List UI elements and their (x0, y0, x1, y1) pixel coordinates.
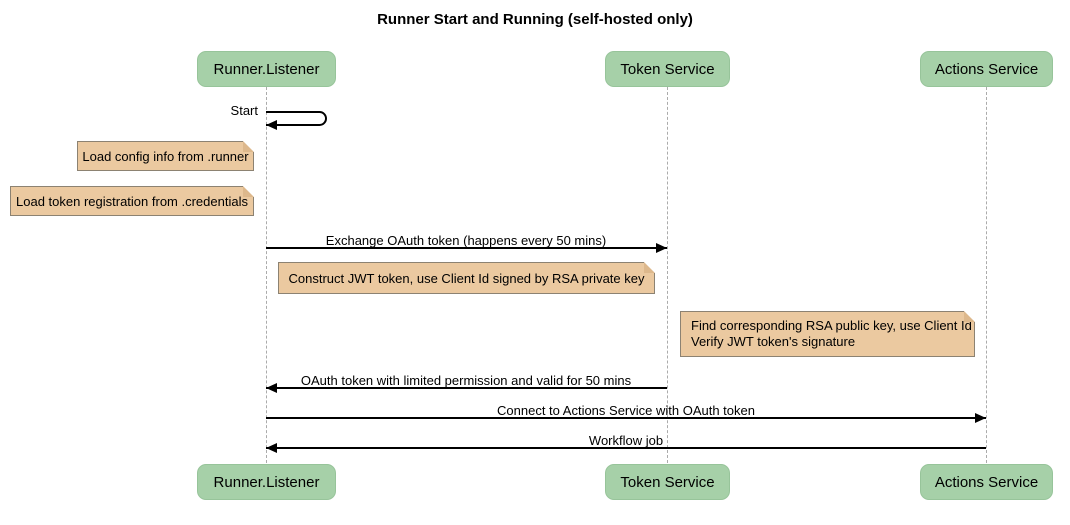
participant-label: Runner.Listener (213, 60, 320, 78)
lifeline-runner-listener (266, 87, 267, 463)
note-text: Load token registration from .credential… (16, 193, 248, 209)
message-start-label: Start (230, 103, 258, 118)
lifeline-token-service (667, 87, 668, 463)
note-load-token: Load token registration from .credential… (10, 186, 254, 216)
note-text-line2: Verify JWT token's signature (691, 334, 856, 349)
self-message-arrowhead (266, 120, 277, 130)
participant-label: Actions Service (934, 473, 1039, 491)
self-message-loop (266, 111, 327, 126)
note-text-line1: Find corresponding RSA public key, use C… (691, 318, 972, 333)
message-oauth-return-label: OAuth token with limited permission and … (300, 373, 632, 388)
message-exchange-oauth-label: Exchange OAuth token (happens every 50 m… (325, 233, 607, 248)
participant-runner-listener-bottom: Runner.Listener (197, 464, 336, 500)
arrow-connect-actions (266, 413, 986, 423)
participant-token-service-bottom: Token Service (605, 464, 730, 500)
participant-runner-listener-top: Runner.Listener (197, 51, 336, 87)
participant-label: Runner.Listener (213, 473, 320, 491)
arrow-workflow-job (266, 443, 986, 453)
note-construct-jwt: Construct JWT token, use Client Id signe… (278, 262, 655, 294)
arrow-oauth-return (266, 383, 667, 393)
participant-actions-service-top: Actions Service (920, 51, 1053, 87)
note-text: Load config info from .runner (82, 148, 249, 164)
participant-label: Token Service (620, 60, 715, 78)
participant-label: Token Service (620, 473, 715, 491)
participant-actions-service-bottom: Actions Service (920, 464, 1053, 500)
participant-label: Actions Service (934, 60, 1039, 78)
message-connect-actions-label: Connect to Actions Service with OAuth to… (497, 403, 755, 418)
participant-token-service-top: Token Service (605, 51, 730, 87)
lifeline-actions-service (986, 87, 987, 463)
message-workflow-job-label: Workflow job (588, 433, 664, 448)
note-find-rsa: Find corresponding RSA public key, use C… (680, 311, 975, 357)
arrow-exchange-oauth (266, 243, 667, 253)
diagram-title: Runner Start and Running (self-hosted on… (377, 11, 693, 28)
note-load-config: Load config info from .runner (77, 141, 254, 171)
note-text: Construct JWT token, use Client Id signe… (288, 270, 645, 286)
